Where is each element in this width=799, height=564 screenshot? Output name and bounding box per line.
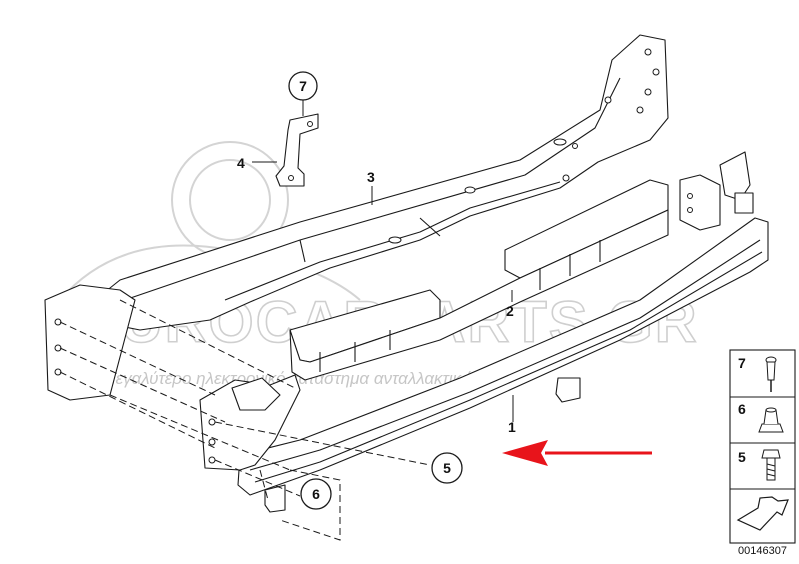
rivet-icon (765, 356, 777, 392)
part-1-bumper-beam (237, 151, 769, 513)
part-label-4: 4 (237, 155, 245, 171)
leader-lines (252, 100, 514, 422)
legend-label-5: 5 (738, 449, 746, 465)
callout-5: 5 (431, 452, 463, 484)
part-2-absorber (289, 179, 669, 381)
part-label-2: 2 (506, 303, 514, 319)
part-label-3: 3 (367, 169, 375, 185)
left-mounting-plates (44, 284, 301, 471)
document-number: 00146307 (738, 545, 787, 557)
callout-label-6: 6 (312, 486, 320, 502)
legend-label-7: 7 (738, 355, 746, 371)
nut-icon (758, 407, 784, 433)
direction-arrow-icon (502, 440, 652, 466)
part-3-carrier (94, 34, 669, 331)
part-4-bracket (275, 113, 319, 187)
fastener-legend: 7 6 5 (729, 349, 796, 544)
callout-7: 7 (288, 71, 318, 101)
callout-6: 6 (300, 478, 332, 510)
callout-label-5: 5 (443, 460, 451, 476)
orientation-arrow-icon (736, 496, 789, 531)
callout-label-7: 7 (299, 78, 307, 94)
part-label-1: 1 (508, 419, 516, 435)
bolt-icon (761, 449, 781, 481)
legend-label-6: 6 (738, 401, 746, 417)
assembly-lines (59, 299, 431, 541)
watermark-tagline: το μεγαλύτερο ηλεκτρονικό κατάστημα αντα… (86, 369, 483, 388)
